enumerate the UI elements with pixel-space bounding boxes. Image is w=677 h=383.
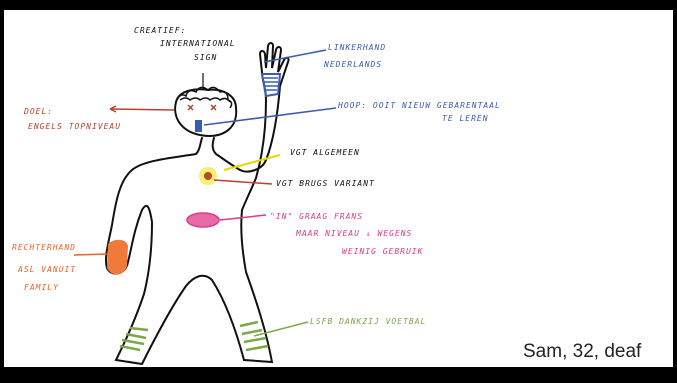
label-weinig-gebruik: WEINIG GEBRUIK <box>342 247 424 256</box>
pointer-hoop <box>204 108 336 125</box>
stomach-highlight <box>187 213 219 227</box>
pointer-doel <box>110 109 174 110</box>
label-te-leren: TE LEREN <box>442 114 489 123</box>
mouth-highlight <box>195 120 202 132</box>
pointer-rechterhand <box>74 254 108 255</box>
pointer-vgt-algemeen <box>224 155 280 170</box>
label-in-graag-frans: "IN" GRAAG FRANS <box>270 212 363 221</box>
label-maar-niveau: MAAR NIVEAU ↓ WEGENS <box>295 229 412 238</box>
eyes <box>188 105 216 110</box>
label-engels: ENGELS TOPNIVEAU <box>28 122 121 131</box>
label-linkerhand: LINKERHAND <box>328 43 386 52</box>
label-nederlands: NEDERLANDS <box>323 60 382 69</box>
label-vgt-algemeen: VGT ALGEMEEN <box>290 148 360 157</box>
label-hoop: HOOP: OOIT NIEUW GEBARENTAAL <box>337 101 501 110</box>
label-international: INTERNATIONAL <box>160 39 236 48</box>
right-hand-highlight <box>107 240 128 275</box>
caption: Sam, 32, deaf <box>523 341 641 363</box>
pointer-vgt-brugs <box>214 180 272 184</box>
label-creatief: CREATIEF: <box>134 26 186 35</box>
slide-canvas: CREATIEF: INTERNATIONAL SIGN LINKERHAND … <box>4 10 673 367</box>
label-vgt-brugs: VGT BRUGS VARIANT <box>276 179 375 188</box>
label-rechterhand: RECHTERHAND <box>12 243 76 252</box>
label-asl: ASL VANUIT <box>17 265 76 274</box>
label-doel: DOEL: <box>23 107 53 116</box>
pointer-in <box>220 215 266 220</box>
body-drawing: CREATIEF: INTERNATIONAL SIGN LINKERHAND … <box>4 10 673 367</box>
label-family: FAMILY <box>24 283 59 292</box>
legs-highlight <box>120 322 268 350</box>
label-lsfb: LSFB DANKZIJ VOETBAL <box>310 317 426 326</box>
label-sign: SIGN <box>194 53 217 62</box>
